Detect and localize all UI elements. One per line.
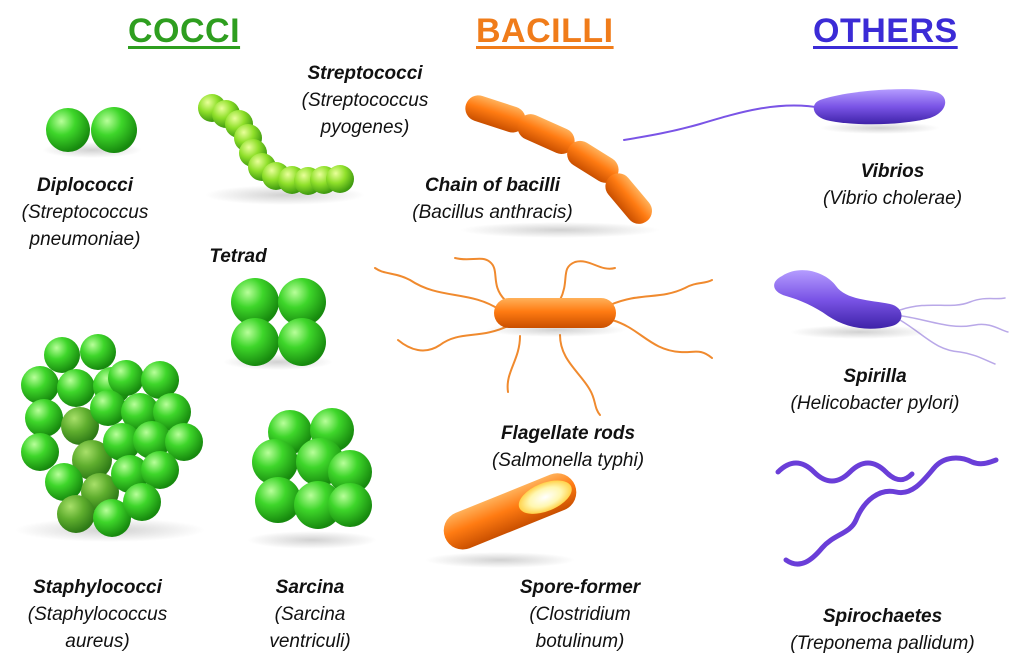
label-spirilla-species-1: (Helicobacter pylori) [790, 393, 960, 414]
label-diplococci: Diplococci (Streptococcus pneumoniae) [10, 172, 160, 253]
label-tetrad: Tetrad [188, 243, 288, 270]
label-spirilla-name: Spirilla [843, 366, 907, 387]
label-spirochaetes-name: Spirochaetes [822, 606, 943, 627]
staphylococci-shape [15, 334, 205, 542]
diplococci-shape [42, 107, 142, 158]
label-tetrad-name: Tetrad [209, 246, 267, 267]
label-sarcina-name: Sarcina [275, 577, 345, 598]
label-spirochaetes-species-1: (Treponema pallidum) [790, 633, 975, 654]
tetrad-shape [223, 278, 333, 370]
label-diplococci-species-2: pneumoniae) [29, 229, 141, 250]
label-vibrios-name: Vibrios [860, 161, 925, 182]
label-chain-of-bacilli: Chain of bacilli (Bacillus anthracis) [395, 172, 590, 226]
label-sarcina: Sarcina (Sarcina ventriculi) [250, 574, 370, 655]
label-staphylococci: Staphylococci (Staphylococcus aureus) [10, 574, 185, 655]
heading-cocci: COCCI [128, 12, 241, 50]
label-chain-of-bacilli-name: Chain of bacilli [424, 175, 561, 196]
label-streptococci-name: Streptococci [307, 63, 423, 84]
label-streptococci-species-2: pyogenes) [320, 117, 410, 138]
label-staphylococci-name: Staphylococci [33, 577, 162, 598]
label-spore-former-species-1: (Clostridium [529, 604, 631, 625]
label-spirochaetes: Spirochaetes (Treponema pallidum) [770, 603, 995, 657]
label-diplococci-species-1: (Streptococcus [21, 202, 149, 223]
heading-others: OTHERS [813, 12, 958, 50]
label-sarcina-species-2: ventriculi) [269, 631, 351, 652]
label-chain-of-bacilli-species-1: (Bacillus anthracis) [412, 202, 573, 223]
label-staphylococci-species-1: (Staphylococcus [27, 604, 168, 625]
sarcina-shape [247, 408, 377, 549]
spirochaetes-shape [775, 455, 999, 567]
label-spirilla: Spirilla (Helicobacter pylori) [770, 363, 980, 417]
label-streptococci: Streptococci (Streptococcus pyogenes) [285, 60, 445, 141]
heading-bacilli: BACILLI [476, 12, 614, 50]
streptococci-shape [198, 94, 365, 205]
spirilla-shape [774, 270, 1009, 365]
vibrio-shape [623, 89, 946, 141]
flagellate-rod-shape [374, 257, 713, 416]
label-flagellate-rods-species-1: (Salmonella typhi) [491, 450, 645, 471]
label-vibrios: Vibrios (Vibrio cholerae) [800, 158, 985, 212]
label-spore-former: Spore-former (Clostridium botulinum) [500, 574, 660, 655]
label-flagellate-rods: Flagellate rods (Salmonella typhi) [468, 420, 668, 474]
label-flagellate-rods-name: Flagellate rods [500, 423, 636, 444]
label-spore-former-species-2: botulinum) [535, 631, 625, 652]
label-diplococci-name: Diplococci [36, 175, 134, 196]
chain-of-bacilli-shape [460, 95, 660, 238]
label-spore-former-name: Spore-former [519, 577, 641, 598]
label-staphylococci-species-2: aureus) [65, 631, 130, 652]
label-streptococci-species-1: (Streptococcus [301, 90, 429, 111]
spore-former-shape [425, 473, 577, 568]
label-sarcina-species-1: (Sarcina [274, 604, 346, 625]
label-vibrios-species-1: (Vibrio cholerae) [822, 188, 963, 209]
